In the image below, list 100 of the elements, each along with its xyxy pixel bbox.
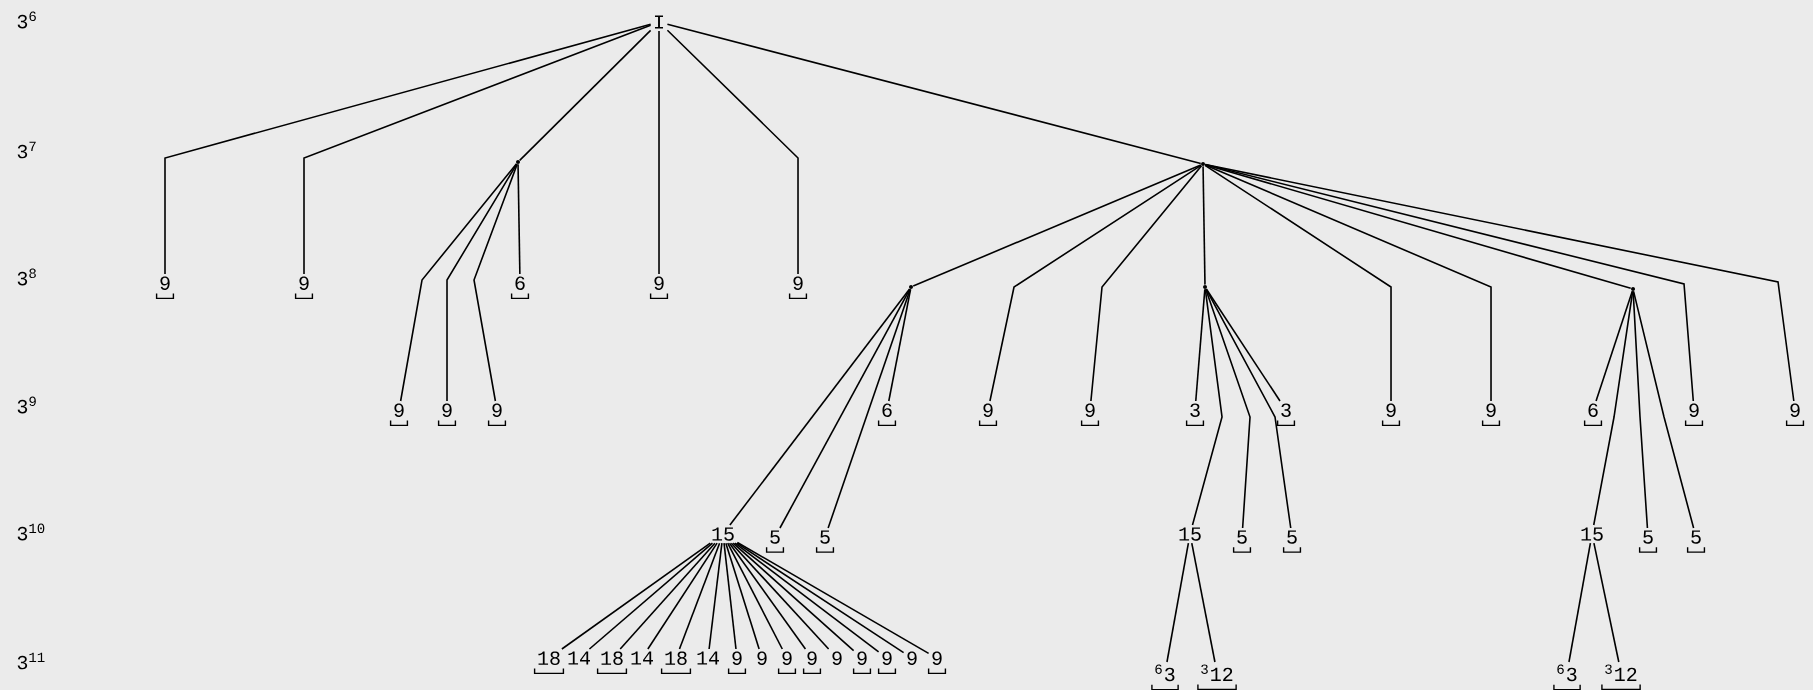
level-label: 3$^{7}$	[17, 141, 36, 159]
bracketed-number: $^{3}$12	[1197, 664, 1237, 690]
bracketed-number: 3	[1185, 403, 1205, 427]
bracketed-number: 9	[1080, 403, 1100, 427]
tree-line	[730, 542, 830, 650]
bracketed-number: 9	[802, 651, 822, 675]
tree-line	[888, 288, 912, 402]
tree-line	[1632, 290, 1649, 529]
tree-line	[827, 288, 912, 529]
number-label: 9	[907, 651, 917, 665]
tree-line	[726, 542, 784, 650]
bracketed-number: 5	[765, 530, 785, 553]
tree-line	[1204, 164, 1392, 402]
bracketed-number: 9	[294, 276, 314, 300]
bracketed-number: 9	[727, 651, 747, 675]
tree-line	[561, 542, 712, 650]
tree-line	[666, 23, 1202, 165]
bracketed-number: 5	[1686, 530, 1706, 553]
bracketed-number: 9	[788, 276, 808, 300]
tree-line	[1632, 290, 1695, 529]
tree-line	[1090, 165, 1203, 402]
bracketed-number: 5	[1282, 530, 1302, 553]
branch-point	[1631, 287, 1635, 291]
bracketed-number: 9	[649, 276, 669, 300]
tree-line	[1595, 290, 1634, 402]
bracketed-number: $^{6}$3	[1553, 664, 1581, 690]
level-label: 3$^{6}$	[17, 11, 36, 29]
tree-line	[725, 542, 760, 650]
tree-line	[446, 163, 518, 402]
level-label: 3$^{8}$	[17, 268, 36, 286]
branch-point	[1203, 285, 1207, 289]
tree-line	[723, 542, 737, 650]
tree-line	[666, 29, 799, 275]
tree-line	[1205, 288, 1292, 529]
tree-line	[728, 542, 807, 650]
tree-line	[1191, 542, 1216, 663]
tree-line	[779, 288, 911, 529]
bracketed-number: 6	[510, 276, 530, 300]
tree-line	[1204, 163, 1795, 402]
bracketed-number: 6	[1583, 403, 1603, 427]
bracketed-number: 18	[660, 651, 692, 675]
bracketed-number: 9	[877, 651, 897, 675]
tree-line	[708, 542, 723, 650]
bracketed-number: 5	[1638, 530, 1658, 553]
bracketed-number: 9	[777, 651, 797, 675]
tree-line	[473, 163, 518, 402]
bracketed-number: 18	[596, 651, 628, 675]
number-label: 15	[1581, 527, 1603, 541]
bracketed-number: 9	[437, 403, 457, 427]
number-label: 14	[697, 651, 719, 665]
tree-line	[989, 164, 1202, 402]
tree-line	[658, 30, 660, 275]
tree-line	[1194, 288, 1206, 402]
bracketed-number: 6	[877, 403, 897, 427]
number-label: 14	[631, 651, 653, 665]
tree-line	[1593, 542, 1620, 663]
tree-line	[1166, 542, 1190, 663]
tree-line	[399, 163, 518, 402]
branch-point	[516, 160, 520, 164]
number-label: 15	[1179, 527, 1201, 541]
bracketed-number: 9	[1381, 403, 1401, 427]
number-label: I	[655, 15, 663, 29]
bracketed-number: $^{3}$12	[1601, 664, 1641, 690]
bracketed-number: 9	[978, 403, 998, 427]
tree-line	[912, 164, 1202, 287]
bracketed-number: 5	[1232, 530, 1252, 553]
tree-line	[647, 542, 718, 650]
tree-line	[517, 163, 521, 275]
tree-line	[1205, 288, 1281, 402]
tree-line	[729, 288, 911, 526]
level-label: 3$^{9}$	[17, 396, 36, 414]
branch-point	[909, 285, 913, 289]
number-label: 15	[712, 527, 734, 541]
bracketed-number: 9	[1785, 403, 1805, 427]
tree-line	[588, 542, 714, 650]
number-label: 14	[568, 651, 590, 665]
bracketed-number: 9	[389, 403, 409, 427]
tree-line	[734, 542, 880, 653]
tree-line	[1205, 288, 1251, 529]
branch-point	[1201, 162, 1205, 166]
tree-line	[1202, 165, 1206, 286]
bracketed-number: 9	[1481, 403, 1501, 427]
tree-line	[619, 542, 716, 650]
bracketed-number: $^{6}$3	[1151, 664, 1179, 690]
bracketed-number: 3	[1276, 403, 1296, 427]
bracketed-number: 5	[815, 530, 835, 553]
tree-line	[1191, 288, 1223, 526]
tree-line	[732, 542, 855, 652]
number-label: 9	[757, 651, 767, 665]
tree-line	[1568, 542, 1592, 663]
tree-line	[1204, 164, 1492, 402]
bracketed-number: 18	[533, 651, 565, 675]
tree-line	[303, 24, 652, 275]
bracketed-number: 9	[155, 276, 175, 300]
bracketed-number: 9	[487, 403, 507, 427]
level-label: 3$^{10}$	[17, 523, 45, 541]
bracketed-number: 9	[1684, 403, 1704, 427]
tree-line	[518, 29, 652, 162]
level-label: 3$^{11}$	[17, 652, 45, 670]
tree-line	[164, 23, 652, 275]
